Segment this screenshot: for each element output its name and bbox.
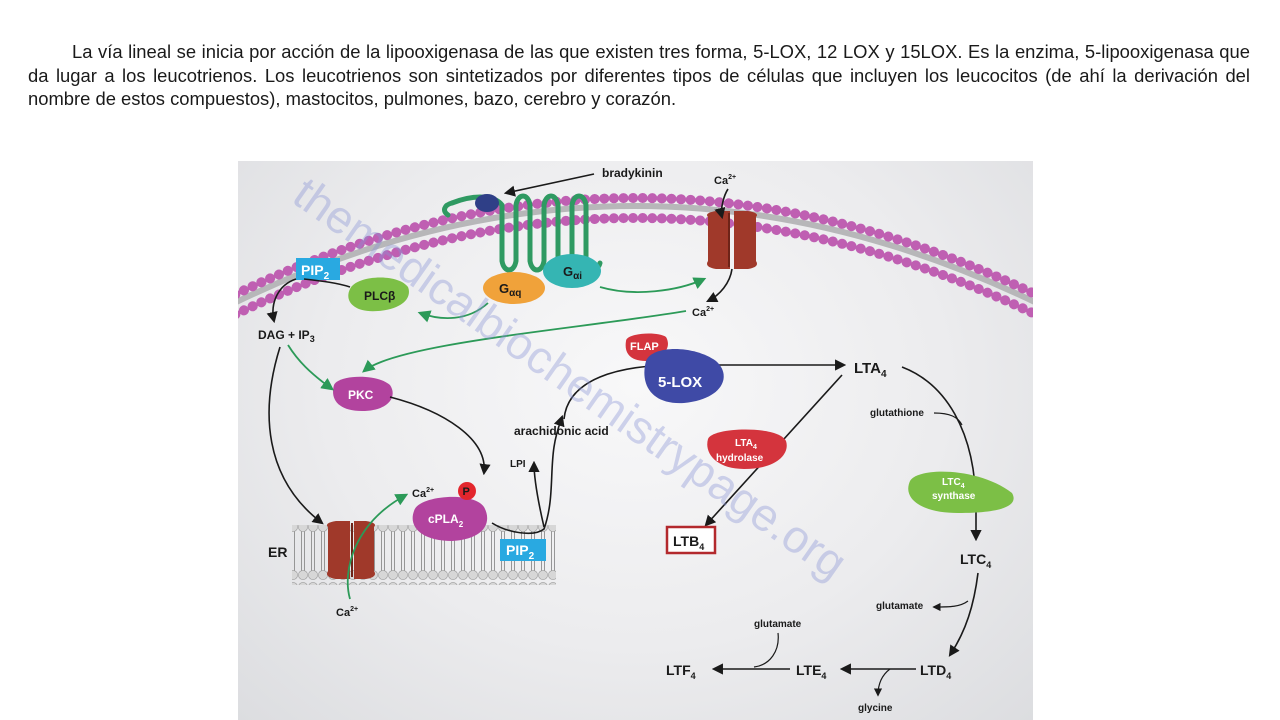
pip2-bottom: PIP2 bbox=[500, 539, 546, 562]
g-alpha-q: Gαq bbox=[483, 272, 545, 304]
svg-text:P: P bbox=[463, 486, 470, 498]
er-label: ER bbox=[268, 544, 287, 560]
ltd4-label: LTD4 bbox=[920, 662, 951, 681]
svg-text:cPLA2: cPLA2 bbox=[428, 512, 464, 529]
pip2-top: PIP2 bbox=[296, 258, 340, 282]
svg-text:PIP2: PIP2 bbox=[301, 262, 330, 282]
er-calcium-channel bbox=[327, 521, 375, 579]
bradykinin-arrow bbox=[503, 173, 595, 197]
svg-text:synthase: synthase bbox=[932, 491, 976, 502]
glycine-label: glycine bbox=[858, 703, 893, 714]
dag-ip3-label: DAG + IP3 bbox=[258, 328, 315, 344]
bradykinin-label: bradykinin bbox=[602, 166, 663, 180]
g-alpha-i: Gαi bbox=[543, 254, 601, 288]
svg-text:PIP2: PIP2 bbox=[506, 542, 535, 562]
ltc4-synthase: LTC4 synthase bbox=[908, 471, 1014, 513]
ca-mid-label: Ca2+ bbox=[692, 306, 714, 319]
cpla2: cPLA2 bbox=[412, 496, 488, 541]
svg-text:LTC4: LTC4 bbox=[942, 477, 965, 490]
glutathione-label: glutathione bbox=[870, 408, 924, 419]
glutamate-1-label: glutamate bbox=[876, 601, 924, 612]
gaq-label: Gαq bbox=[499, 281, 521, 299]
intro-paragraph: La vía lineal se inicia por acción de la… bbox=[28, 41, 1250, 109]
ltc4-label: LTC4 bbox=[960, 551, 991, 570]
lta4-hydrolase: LTA4 hydrolase bbox=[707, 429, 787, 469]
lpi-label: LPI bbox=[510, 459, 526, 470]
bradykinin-ligand bbox=[475, 194, 499, 212]
svg-text:5-LOX: 5-LOX bbox=[658, 374, 702, 391]
lta4-label: LTA4 bbox=[854, 360, 887, 380]
plc-beta: PLCβ bbox=[348, 277, 409, 312]
ca-top-label: Ca2+ bbox=[714, 174, 736, 187]
leukotriene-pathway-diagram: Gαq Gαi PIP2 PLCβ DAG + IP3 PKC bradykin… bbox=[238, 161, 1033, 720]
five-lox: 5-LOX bbox=[644, 349, 724, 404]
gai-label: Gαi bbox=[563, 264, 582, 282]
arachidonic-acid-label: arachidonic acid bbox=[514, 424, 609, 438]
lte4-label: LTE4 bbox=[796, 662, 826, 681]
phosphate-p: P bbox=[458, 482, 476, 500]
ltf4-label: LTF4 bbox=[666, 662, 696, 681]
ca-bottom-label: Ca2+ bbox=[336, 606, 358, 619]
ca-cpla2-label: Ca2+ bbox=[412, 487, 434, 500]
svg-text:PKC: PKC bbox=[348, 388, 374, 402]
svg-text:hydrolase: hydrolase bbox=[716, 453, 764, 464]
gpcr-receptor bbox=[442, 193, 603, 273]
svg-text:LTA4: LTA4 bbox=[735, 438, 757, 451]
svg-text:FLAP: FLAP bbox=[630, 341, 659, 353]
ltb4-box: LTB4 bbox=[665, 525, 717, 555]
svg-text:LTB4: LTB4 bbox=[673, 533, 704, 552]
glutamate-2-label: glutamate bbox=[754, 619, 802, 630]
pkc: PKC bbox=[333, 376, 393, 411]
plasma-calcium-channel bbox=[707, 211, 757, 269]
svg-text:PLCβ: PLCβ bbox=[364, 289, 395, 303]
